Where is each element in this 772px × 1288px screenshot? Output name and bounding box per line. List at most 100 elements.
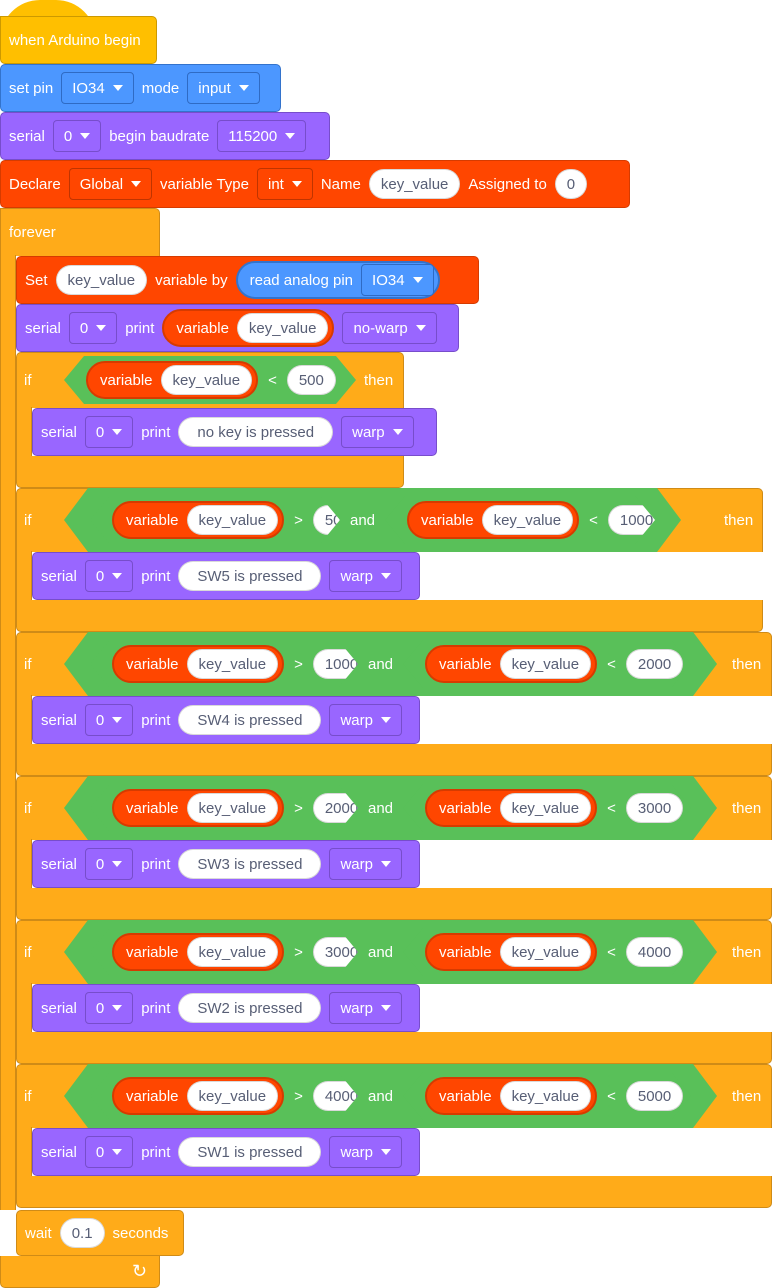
print-text-input[interactable]: SW4 is pressed xyxy=(178,705,322,735)
if-footer xyxy=(16,888,772,920)
print-text-input[interactable]: SW1 is pressed xyxy=(178,1137,322,1167)
serial-print-block[interactable]: serial 0 print SW2 is pressed warp xyxy=(32,984,420,1032)
variable-name-input[interactable]: key_value xyxy=(500,649,592,679)
compare-value-input[interactable]: 5000 xyxy=(626,1081,683,1111)
baudrate-dropdown[interactable]: 115200 xyxy=(217,120,307,152)
wait-value-input[interactable]: 0.1 xyxy=(59,1218,105,1248)
declare-block[interactable]: Declare Global variable Type int Name ke… xyxy=(0,160,630,208)
then-keyword: then xyxy=(732,656,762,673)
serial-port-dropdown[interactable]: 0 xyxy=(84,704,134,736)
compare-value-input[interactable]: 3000 xyxy=(626,793,683,823)
type-dropdown[interactable]: int xyxy=(257,168,313,200)
serial-print-block[interactable]: serial 0 print SW1 is pressed warp xyxy=(32,1128,420,1176)
warp-mode-dropdown[interactable]: warp xyxy=(329,992,402,1024)
variable-name-input[interactable]: key_value xyxy=(187,937,279,967)
compare-value-input[interactable]: 2000 xyxy=(313,793,370,823)
variable-name-input[interactable]: key_value xyxy=(55,265,148,295)
compare-value-input[interactable]: 2000 xyxy=(626,649,683,679)
serial-print-block[interactable]: serial 0 print SW3 is pressed warp xyxy=(32,840,420,888)
scope-value: Global xyxy=(79,175,124,193)
serial-print-block[interactable]: serial 0 print SW5 is pressed warp xyxy=(32,552,420,600)
analog-pin-dropdown[interactable]: IO34 xyxy=(361,264,434,296)
serial-port-dropdown[interactable]: 0 xyxy=(84,416,134,448)
print-text-input[interactable]: SW3 is pressed xyxy=(178,849,322,879)
serial-port-dropdown[interactable]: 0 xyxy=(68,312,118,344)
variable-name-input[interactable]: key_value xyxy=(482,505,574,535)
port-value: 0 xyxy=(95,999,105,1017)
chevron-down-icon xyxy=(112,1005,123,1011)
read-analog-pin-reporter[interactable]: read analog pin IO34 xyxy=(235,261,440,299)
chevron-down-icon xyxy=(380,1005,391,1011)
set-pin-block[interactable]: set pin IO34 mode input xyxy=(0,64,281,112)
variable-name-input[interactable]: key_value xyxy=(187,505,279,535)
forever-block[interactable]: forever xyxy=(0,208,160,256)
compare-value-input[interactable]: 500 xyxy=(287,365,336,395)
serial-print-block[interactable]: serial 0 print no key is pressed warp xyxy=(32,408,437,456)
print-text-input[interactable]: no key is pressed xyxy=(178,417,334,447)
print-text-input[interactable]: SW2 is pressed xyxy=(178,993,322,1023)
compare-value-input[interactable]: 4000 xyxy=(626,937,683,967)
chevron-down-icon xyxy=(131,181,142,187)
mode-dropdown[interactable]: input xyxy=(187,72,260,104)
variable-reporter[interactable]: variable key_value xyxy=(425,1077,597,1115)
if-keyword: if xyxy=(24,656,32,673)
pin-dropdown[interactable]: IO34 xyxy=(61,72,134,104)
print-label: print xyxy=(141,855,171,873)
serial-begin-block[interactable]: serial 0 begin baudrate 115200 xyxy=(0,112,330,160)
warp-mode-dropdown[interactable]: warp xyxy=(329,848,402,880)
print-label: print xyxy=(141,999,171,1017)
variable-name-input[interactable]: key_value xyxy=(161,365,253,395)
variable-name-input[interactable]: key_value xyxy=(500,937,592,967)
serial-port-dropdown[interactable]: 0 xyxy=(52,120,102,152)
warp-mode-dropdown[interactable]: warp xyxy=(329,1136,402,1168)
set-variable-block[interactable]: Set key_value variable by read analog pi… xyxy=(16,256,479,304)
when-arduino-begin-block[interactable]: when Arduino begin xyxy=(0,16,157,64)
compare-value-input[interactable]: 1000 xyxy=(313,649,370,679)
compare-value-input[interactable]: 3000 xyxy=(313,937,370,967)
print-text-input[interactable]: SW5 is pressed xyxy=(178,561,322,591)
compare-value-input[interactable]: 1000 xyxy=(608,505,665,535)
port-value: 0 xyxy=(95,567,105,585)
port-value: 0 xyxy=(79,319,89,337)
serial-port-dropdown[interactable]: 0 xyxy=(84,560,134,592)
variable-name-input[interactable]: key_value xyxy=(500,1081,592,1111)
wait-block[interactable]: wait 0.1 seconds xyxy=(16,1210,184,1256)
warp-mode-dropdown[interactable]: warp xyxy=(329,560,402,592)
variable-name-input[interactable]: key_value xyxy=(236,313,329,343)
warp-mode-dropdown[interactable]: warp xyxy=(329,704,402,736)
variable-name-input[interactable]: key_value xyxy=(187,793,279,823)
variable-name-input[interactable]: key_value xyxy=(187,649,279,679)
variable-name-input[interactable]: key_value xyxy=(187,1081,279,1111)
serial-port-dropdown[interactable]: 0 xyxy=(84,992,134,1024)
serial-port-dropdown[interactable]: 0 xyxy=(84,1136,134,1168)
variable-by-label: variable by xyxy=(155,271,228,289)
serial-port-dropdown[interactable]: 0 xyxy=(84,848,134,880)
variable-name-input[interactable]: key_value xyxy=(368,169,461,199)
initial-value-input[interactable]: 0 xyxy=(554,169,588,199)
variable-name-input[interactable]: key_value xyxy=(500,793,592,823)
scope-dropdown[interactable]: Global xyxy=(68,168,153,200)
compare-value-input[interactable]: 4000 xyxy=(313,1081,370,1111)
variable-label: variable xyxy=(439,1087,492,1105)
warp-mode-dropdown[interactable]: no-warp xyxy=(342,312,437,344)
serial-print-block[interactable]: serial 0 print SW4 is pressed warp xyxy=(32,696,420,744)
warp-mode-dropdown[interactable]: warp xyxy=(341,416,414,448)
